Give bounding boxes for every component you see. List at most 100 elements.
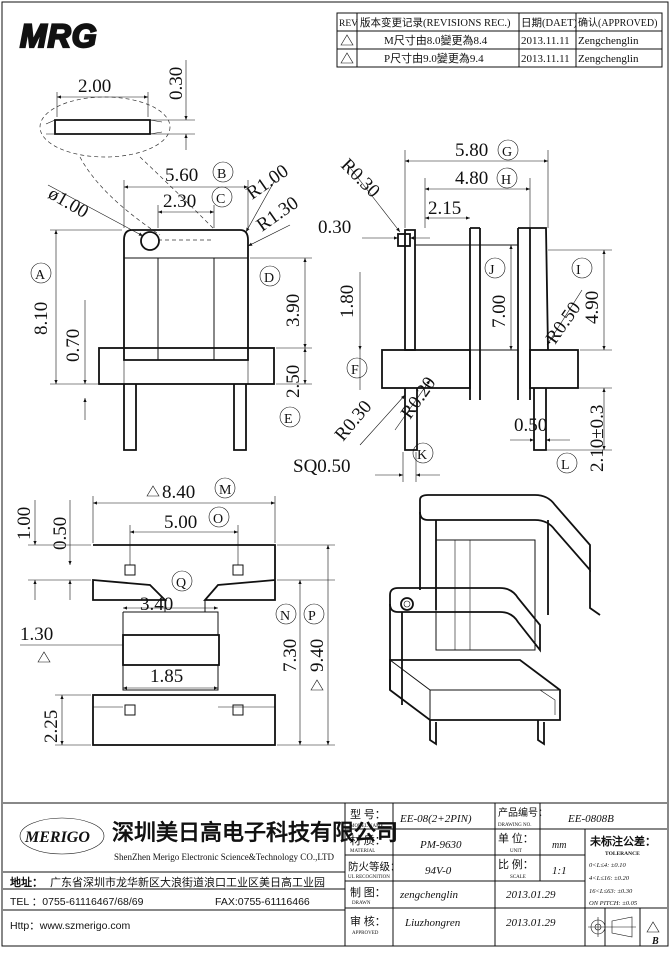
tolerance-title: 未标注公差： <box>589 834 656 848</box>
scale-label-en: SCALE <box>510 875 526 880</box>
logo-mrg: MRG <box>19 17 98 55</box>
website: Http：www.szmerigo.com <box>10 920 130 932</box>
rev-mark: B <box>651 936 659 947</box>
label-G-circle <box>497 139 519 161</box>
tolerance-1: 0<L≤4: ±0.10 <box>589 862 627 869</box>
logo-text: MRG <box>20 18 98 54</box>
label-J: J <box>489 263 495 278</box>
label-P: P <box>308 609 316 624</box>
scale-label: 比 例： <box>498 857 534 871</box>
dim-5-80: 5.80 <box>455 140 488 161</box>
dim-8-10: 8.10 <box>31 302 52 335</box>
label-D-circle <box>259 265 281 287</box>
unit-label: 单 位： <box>498 831 534 845</box>
label-G: G <box>502 145 512 160</box>
rev-triangle-icon <box>310 679 324 691</box>
dim-2-30: 2.30 <box>163 191 196 212</box>
dim-1-00: 1.00 <box>14 507 35 540</box>
brand-ring-icon <box>19 817 105 855</box>
approved-label: 审 核： <box>350 914 386 928</box>
fire-value: 94V-0 <box>425 865 452 877</box>
label-B: B <box>217 167 226 182</box>
dim-7-00: 7.00 <box>489 295 510 328</box>
projection-symbol-icon <box>588 917 608 937</box>
rev-row-2-date: 2013.11.11 <box>521 53 570 65</box>
dim-3-40: 3.40 <box>140 594 173 615</box>
label-M: M <box>219 483 232 498</box>
label-E-circle <box>279 406 301 428</box>
dim-2-10: 2.10±0.3 <box>587 405 608 472</box>
tolerance-3: 16<L≤63: ±0.30 <box>589 888 633 895</box>
dim-SQ0-50: SQ0.50 <box>293 456 351 477</box>
label-J-circle <box>484 257 506 279</box>
rev-row-1-approved: Zengchenglin <box>578 35 639 47</box>
fax: FAX:0755-61116466 <box>215 896 310 908</box>
label-F: F <box>351 363 359 378</box>
dim-phi-1-00: ø1.00 <box>45 183 93 223</box>
dim-2-15: 2.15 <box>428 198 461 219</box>
label-N: N <box>280 609 290 624</box>
label-O: O <box>213 512 223 527</box>
drawn-date: 2013.01.29 <box>506 889 556 901</box>
dim-2-25: 2.25 <box>41 710 62 743</box>
drawn-label: 制 图： <box>350 886 386 899</box>
dim-3-90: 3.90 <box>283 294 304 327</box>
approved-by: Liuzhongren <box>404 917 461 929</box>
tolerance-2: 4<L≤16: ±0.20 <box>589 875 630 882</box>
dim-7-30: 7.30 <box>280 639 301 672</box>
label-C: C <box>216 192 225 207</box>
dim-2-00: 2.00 <box>78 76 111 97</box>
label-K: K <box>417 448 427 463</box>
model-label: 型 号： <box>350 807 386 821</box>
label-A-circle <box>30 262 52 284</box>
label-H-circle <box>496 167 518 189</box>
rev-triangle-icon <box>646 921 660 933</box>
scale-value: 1:1 <box>552 865 567 877</box>
dim-9-40: 9.40 <box>307 639 328 672</box>
dim-R0-30-top: R0.30 <box>336 155 383 202</box>
dim-4-80: 4.80 <box>455 168 488 189</box>
address-label: 地址： <box>10 875 43 889</box>
drawn-label-en: DRAWN <box>352 901 371 906</box>
dim-0-70: 0.70 <box>63 329 84 362</box>
dim-0-50-bottom: 0.50 <box>50 517 71 550</box>
label-P-circle <box>303 603 325 625</box>
label-O-circle <box>208 506 230 528</box>
dim-5-60: 5.60 <box>165 165 198 186</box>
tel: TEL ：0755-61116467/68/69 <box>10 896 144 908</box>
label-M-circle <box>214 477 236 499</box>
dim-1-85: 1.85 <box>150 666 183 687</box>
label-I: I <box>576 263 581 278</box>
label-C-circle <box>211 186 233 208</box>
rev-row-1-desc: M尺寸由8.0變更為8.4 <box>384 33 488 47</box>
label-D: D <box>264 271 274 286</box>
dim-1-30: 1.30 <box>20 624 53 645</box>
tolerance-4: ON PITCH: ±0.05 <box>589 900 638 907</box>
rev-row-2-desc: P尺寸由9.0變更為9.4 <box>384 51 484 65</box>
label-H: H <box>501 173 511 188</box>
material-label-en: MATERIAL <box>350 849 375 854</box>
label-F-circle <box>346 357 368 379</box>
rev-header-approved: 确认(APPROVED) <box>578 16 657 29</box>
dim-5-00: 5.00 <box>164 512 197 533</box>
rev-triangle-icon <box>340 52 354 64</box>
tolerance-en: TOLERANCE <box>605 851 640 857</box>
company-name-cn: 深圳美日高电子科技有限公司 <box>112 820 398 845</box>
side-view: 5.80 G 4.80 H 2.15 R0.30 0.30 1.80 F 7.0… <box>293 139 612 482</box>
label-N-circle <box>275 603 297 625</box>
fire-label-en: UL RECOGNITION <box>348 875 390 880</box>
dim-R0-20: R0.20 <box>397 373 441 423</box>
drawing-label-en: DRAWING NO. <box>498 823 531 828</box>
drawing-label: 产品编号： <box>498 806 548 819</box>
dim-0-30-side: 0.30 <box>318 217 351 238</box>
label-L-circle <box>556 452 578 474</box>
dim-0-50-side: 0.50 <box>514 415 547 436</box>
approved-date: 2013.01.29 <box>506 917 556 929</box>
front-view: 5.60 B 2.30 C R1.00 R1.30 ø1.00 8.10 A 0… <box>30 161 312 451</box>
material-value: PM-9630 <box>419 839 462 851</box>
dim-0-30-top: 0.30 <box>166 67 187 100</box>
title-block: MERIGO 深圳美日高电子科技有限公司 ShenZhen Merigo Ele… <box>3 802 667 947</box>
rev-triangle-icon <box>340 34 354 46</box>
detail-pin-section: 2.00 0.30 <box>39 60 216 236</box>
